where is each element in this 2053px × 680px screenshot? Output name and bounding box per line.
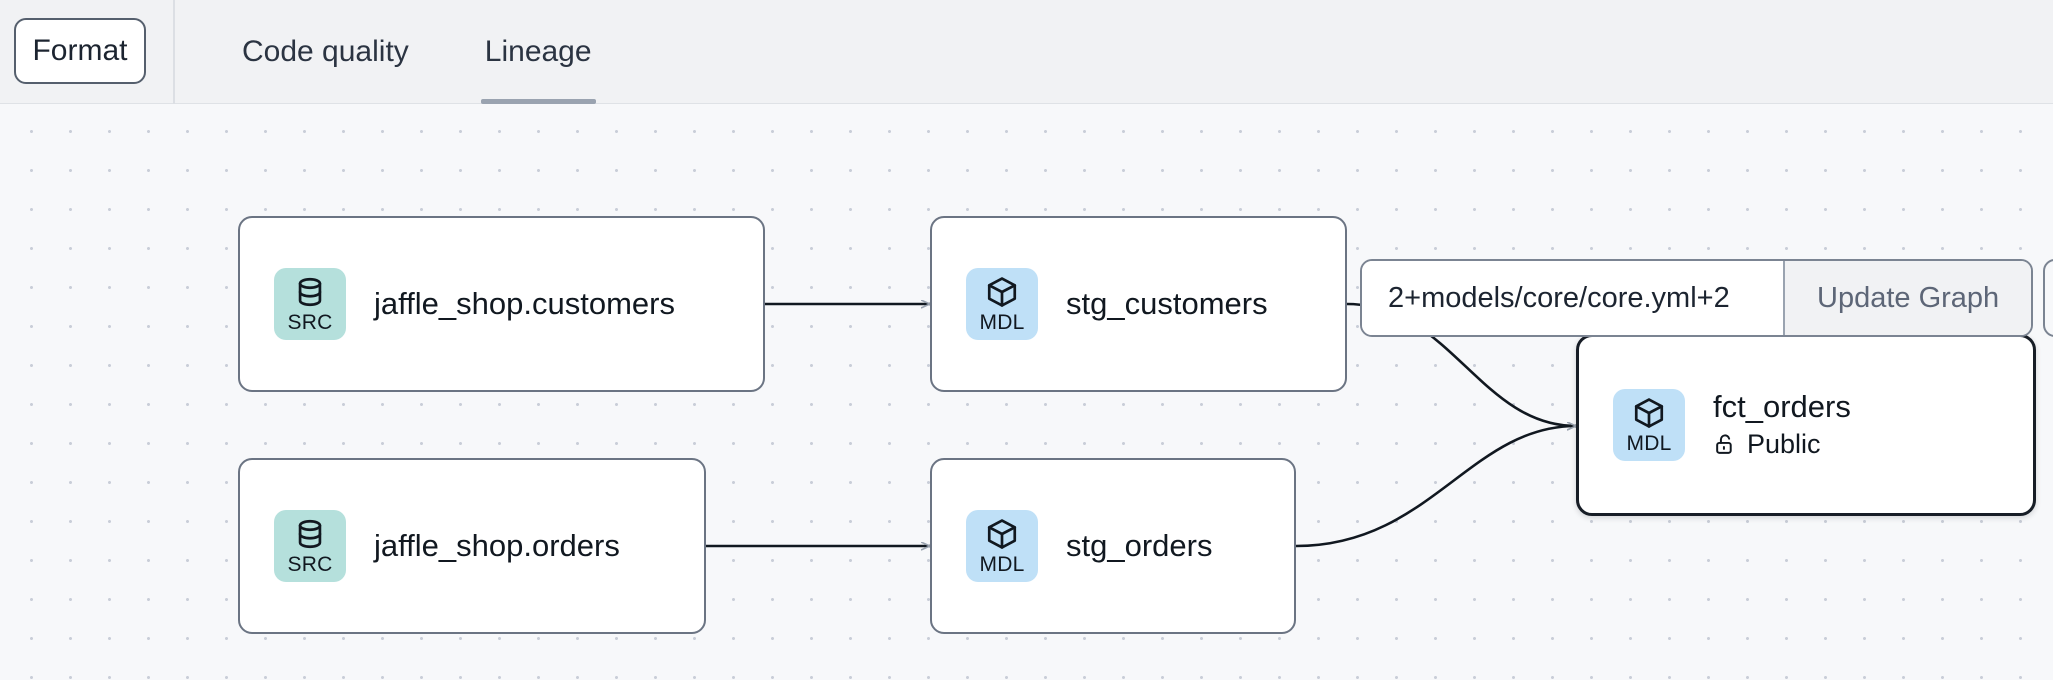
selector-divider bbox=[1783, 261, 1785, 335]
node-title: stg_orders bbox=[1066, 527, 1213, 563]
node-title: jaffle_shop.customers bbox=[374, 285, 675, 321]
cube-icon bbox=[987, 519, 1017, 549]
node-visibility-label: Public bbox=[1747, 428, 1821, 459]
badge-mdl: MDL bbox=[1613, 389, 1685, 461]
node-title: jaffle_shop.orders bbox=[374, 527, 620, 563]
graph-selector-input[interactable] bbox=[1362, 261, 1783, 335]
cube-icon bbox=[1634, 398, 1664, 428]
badge-label: MDL bbox=[1626, 432, 1672, 455]
badge-src: SRC bbox=[274, 268, 346, 340]
badge-label: SRC bbox=[287, 553, 333, 576]
badge-mdl: MDL bbox=[966, 510, 1038, 582]
node-title: fct_orders bbox=[1713, 389, 1851, 425]
node-body: stg_orders bbox=[1066, 527, 1213, 564]
update-graph-button[interactable]: Update Graph bbox=[1785, 261, 2032, 335]
node-body: fct_orders Public bbox=[1713, 389, 1851, 460]
node-jaffle-shop-customers[interactable]: SRC jaffle_shop.customers bbox=[238, 216, 765, 392]
tab-lineage-label: Lineage bbox=[484, 35, 592, 68]
tab-code-quality[interactable]: Code quality bbox=[238, 0, 413, 104]
database-icon bbox=[298, 519, 322, 549]
toolbar-header: Format Code quality Lineage bbox=[0, 0, 2053, 104]
database-icon bbox=[298, 277, 322, 307]
node-visibility: Public bbox=[1713, 429, 1851, 460]
badge-src: SRC bbox=[274, 510, 346, 582]
node-body: stg_customers bbox=[1066, 285, 1268, 322]
edge-stgorders-to-fct bbox=[1295, 426, 1576, 548]
badge-label: MDL bbox=[979, 311, 1025, 334]
tab-bar: Code quality Lineage bbox=[238, 0, 596, 104]
tab-active-underline bbox=[480, 99, 596, 104]
node-fct-orders[interactable]: MDL fct_orders Public bbox=[1576, 334, 2036, 516]
node-body: jaffle_shop.customers bbox=[374, 285, 675, 322]
badge-mdl: MDL bbox=[966, 268, 1038, 340]
format-button[interactable]: Format bbox=[14, 18, 146, 84]
tab-lineage[interactable]: Lineage bbox=[480, 0, 596, 104]
lineage-canvas[interactable]: SRC jaffle_shop.customers SRC jaffle_sho… bbox=[0, 104, 2053, 680]
graph-selector-group: Update Graph bbox=[1360, 259, 2034, 337]
node-stg-orders[interactable]: MDL stg_orders bbox=[930, 458, 1296, 634]
node-jaffle-shop-orders[interactable]: SRC jaffle_shop.orders bbox=[238, 458, 706, 634]
badge-label: SRC bbox=[287, 311, 333, 334]
header-divider bbox=[173, 0, 175, 104]
node-stg-customers[interactable]: MDL stg_customers bbox=[930, 216, 1347, 392]
tab-code-quality-label: Code quality bbox=[242, 35, 409, 68]
cube-icon bbox=[987, 277, 1017, 307]
node-title: stg_customers bbox=[1066, 285, 1268, 321]
node-body: jaffle_shop.orders bbox=[374, 527, 620, 564]
unlock-icon bbox=[1716, 434, 1732, 454]
badge-label: MDL bbox=[979, 553, 1025, 576]
graph-side-control[interactable] bbox=[2043, 259, 2053, 337]
